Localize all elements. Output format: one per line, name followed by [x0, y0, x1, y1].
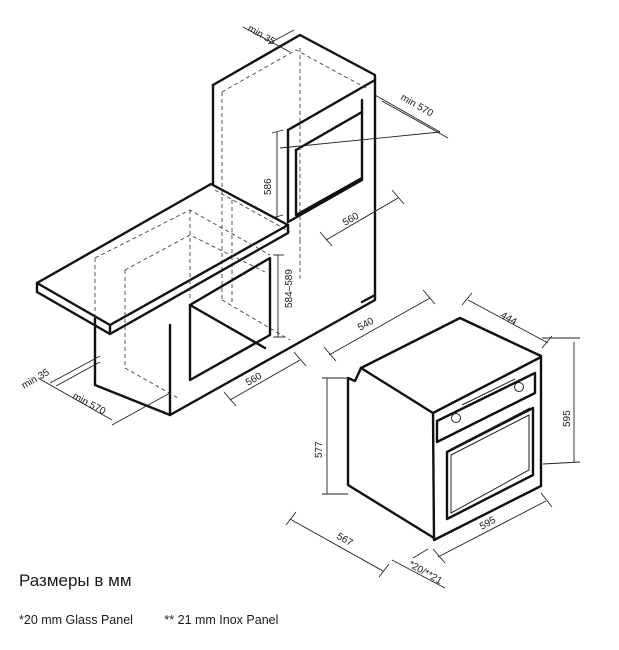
dim-panel-thickness: *20/**21 — [407, 559, 445, 587]
dim-oven-total-depth: 567 — [335, 531, 355, 549]
note-glass-panel: *20 mm Glass Panel — [19, 613, 133, 627]
note-inox-panel: ** 21 mm Inox Panel — [164, 613, 279, 627]
dim-column-top-gap: min 35 — [246, 23, 278, 48]
dim-counter-gap: min 35 — [20, 367, 52, 392]
caption-notes: *20 mm Glass Panel ** 21 mm Inox Panel — [19, 613, 278, 627]
door-handle — [450, 407, 531, 450]
column-cabinet — [211, 33, 377, 341]
column-dimensions: min 35 min 570 586 560 — [242, 23, 449, 247]
dim-counter-niche-height: 584–589 — [284, 269, 295, 308]
countertop — [35, 182, 290, 336]
dim-oven-height: 595 — [562, 410, 573, 427]
base-cabinet — [93, 209, 377, 417]
dim-column-niche-height: 586 — [263, 178, 274, 195]
dim-column-depth: min 570 — [399, 92, 436, 120]
caption-title: Размеры в мм — [19, 571, 132, 590]
dim-counter-depth: min 570 — [71, 391, 108, 418]
dim-oven-body-depth: 540 — [356, 316, 376, 334]
knob-icon — [451, 413, 461, 423]
dim-oven-body-height: 577 — [314, 441, 325, 458]
knob-icon — [514, 382, 524, 392]
oven — [346, 316, 543, 542]
dim-column-niche-width: 560 — [341, 211, 361, 229]
dim-counter-niche-width: 560 — [244, 371, 264, 389]
